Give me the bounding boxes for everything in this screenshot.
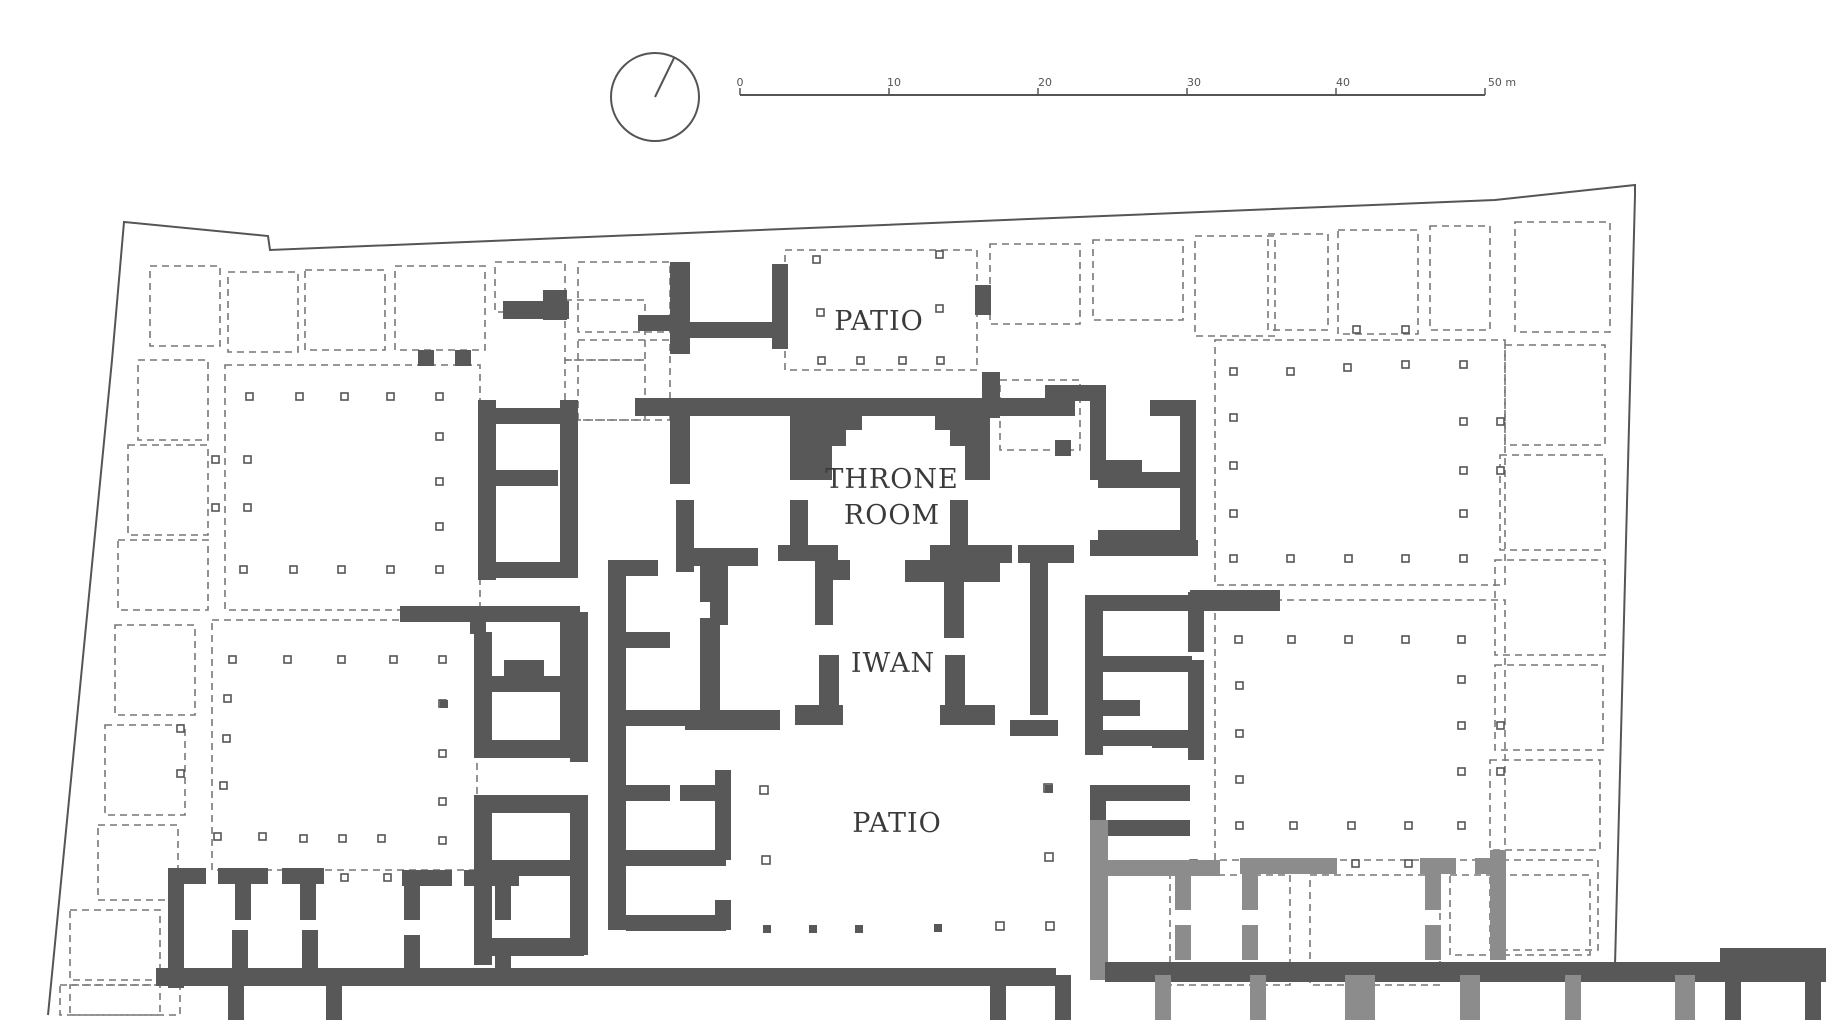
outer-boundary: [47, 183, 1636, 1016]
column-bases: [176, 250, 1505, 933]
excavated-walls: [156, 262, 1826, 1020]
scale-tick-label: 20: [1038, 76, 1052, 89]
north-arrow-icon: [610, 52, 700, 142]
scale-tick-label: 0: [737, 76, 744, 89]
patio-top-label: PATIO: [834, 306, 924, 337]
scale-tick-label: 40: [1336, 76, 1350, 89]
patio-bottom-label: PATIO: [852, 808, 942, 839]
scale-tick-label: 30: [1187, 76, 1201, 89]
room-labels: PATIO THRONE ROOM IWAN PATIO: [825, 306, 958, 839]
dashed-room-outlines: [59, 221, 1611, 1016]
iwan-label: IWAN: [851, 648, 935, 679]
throne-room-label-line2: ROOM: [844, 500, 940, 531]
scale-tick-label: 10: [887, 76, 901, 89]
throne-room-label-line1: THRONE: [825, 464, 958, 495]
scale-bar: 0 10 20 30 40 50 m: [737, 76, 1516, 96]
scale-tick-label: 50 m: [1488, 76, 1516, 89]
